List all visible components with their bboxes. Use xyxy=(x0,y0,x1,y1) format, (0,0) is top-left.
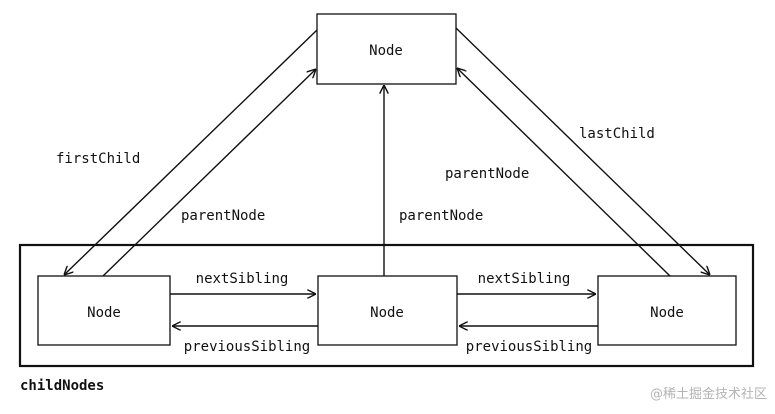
parent-node-arrow-right xyxy=(457,68,671,277)
last-child-label: lastChild xyxy=(579,126,655,142)
parent-node-label-right: parentNode xyxy=(445,166,529,182)
child-nodes-container xyxy=(18,243,755,368)
middle-child-node-label: Node xyxy=(370,305,404,321)
parent-node-box xyxy=(316,13,457,85)
parent-node-label-left: parentNode xyxy=(181,208,265,224)
previous-sibling-label-1: previousSibling xyxy=(184,339,310,355)
watermark-text: @稀土掘金技术社区 xyxy=(650,386,767,402)
parent-node-label: Node xyxy=(369,43,403,59)
previous-sibling-label-2: previousSibling xyxy=(466,339,592,355)
first-child-label: firstChild xyxy=(56,151,140,167)
last-child-arrow xyxy=(455,27,710,275)
first-child-arrow xyxy=(64,29,318,275)
child-nodes-label: childNodes xyxy=(20,378,104,394)
first-child-node-label: Node xyxy=(87,305,121,321)
parent-node-arrow-left xyxy=(102,69,316,277)
last-child-node-label: Node xyxy=(650,305,684,321)
first-child-node-box xyxy=(37,275,171,346)
parent-node-label-middle: parentNode xyxy=(399,208,483,224)
next-sibling-label-1: nextSibling xyxy=(196,271,289,287)
middle-child-node-box xyxy=(317,275,458,346)
last-child-node-box xyxy=(597,275,737,346)
next-sibling-label-2: nextSibling xyxy=(478,271,571,287)
